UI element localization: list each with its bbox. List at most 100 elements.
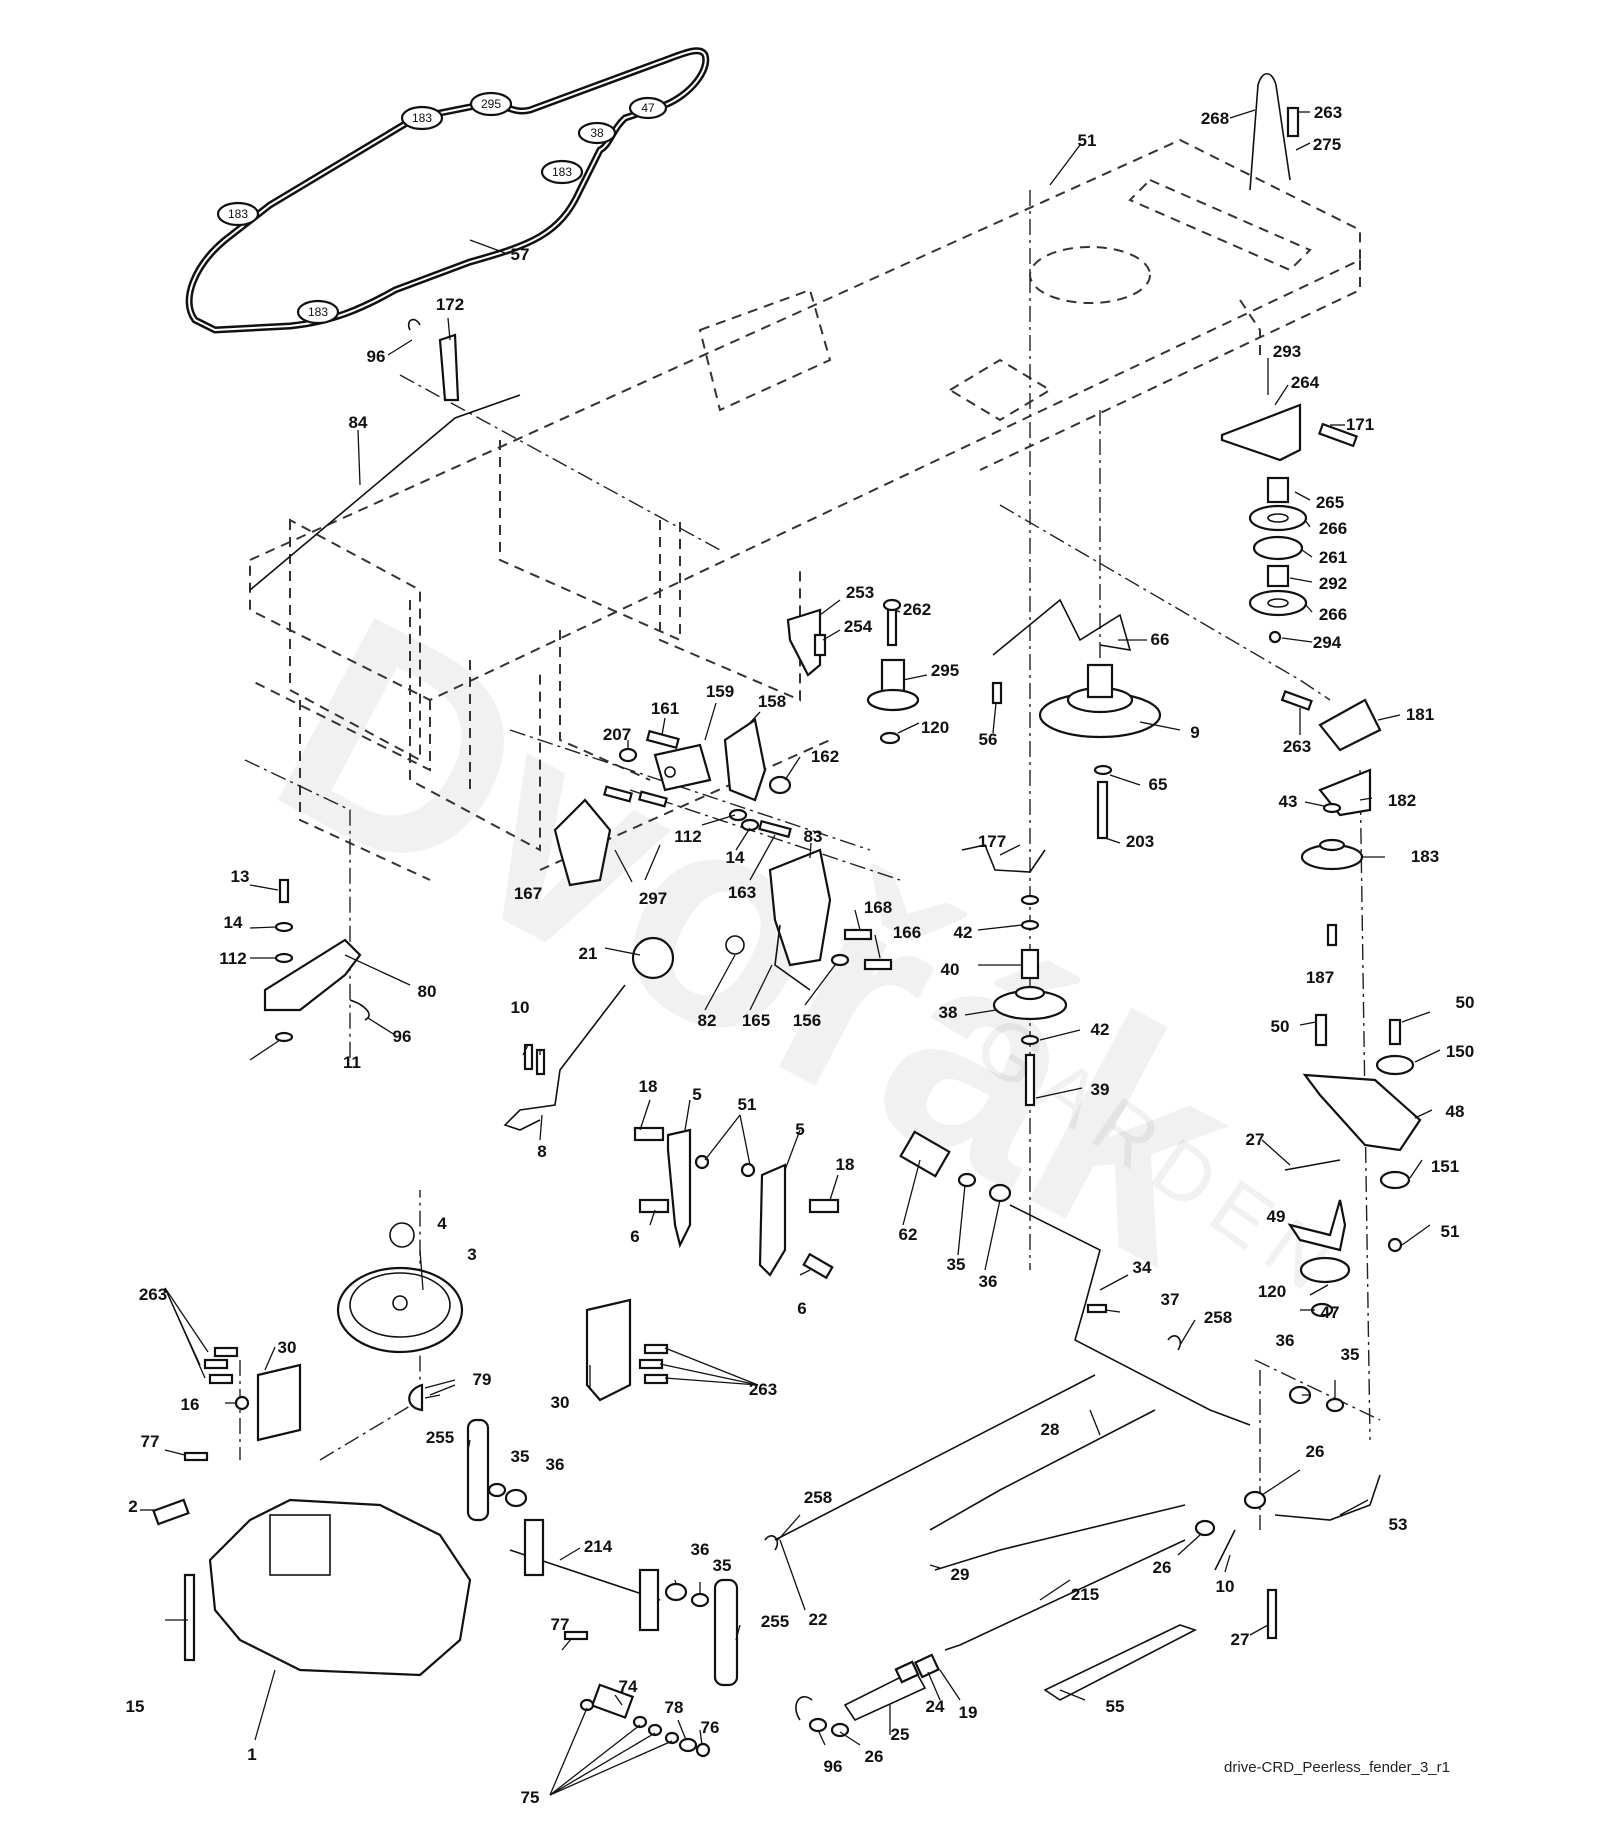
part-21-knob [631, 936, 675, 980]
part-26-washer-a [1243, 1490, 1267, 1510]
label-162: 162 [811, 747, 839, 766]
label-42b: 42 [1091, 1020, 1110, 1039]
part-42-washer-a [1020, 894, 1040, 906]
part-13-bolt [278, 878, 290, 904]
part-96-clip-c [795, 1696, 813, 1721]
label-266: 266 [1319, 519, 1347, 538]
label-66: 66 [1151, 630, 1170, 649]
part-42-washer-c [1020, 1034, 1040, 1046]
label-253: 253 [846, 583, 874, 602]
label-254: 254 [844, 617, 873, 636]
part-78-washer [678, 1737, 698, 1753]
part-4-clip [389, 1222, 415, 1248]
pulley-tag-47: 47 [628, 96, 668, 120]
label-177: 177 [978, 832, 1006, 851]
label-40: 40 [941, 960, 960, 979]
part-5-bracket-a [666, 1128, 692, 1249]
part-112-washer-a [274, 952, 294, 964]
label-49: 49 [1267, 1207, 1286, 1226]
part-22-rod [774, 1374, 1096, 1541]
label-39: 39 [1091, 1080, 1110, 1099]
label-15: 15 [126, 1697, 145, 1716]
label-26c: 26 [865, 1747, 884, 1766]
pulley-tag-295: 295 [469, 91, 513, 117]
part-214-shaft [509, 1518, 661, 1632]
pulley-tag-183-a: 183 [400, 105, 444, 131]
label-266b: 266 [1319, 605, 1347, 624]
part-82-clip [725, 935, 745, 955]
part-39-bolt [1024, 1053, 1036, 1107]
label-294: 294 [1313, 633, 1342, 652]
part-65-washer [1093, 764, 1113, 776]
label-36: 36 [979, 1272, 998, 1291]
label-50: 50 [1271, 1017, 1290, 1036]
label-53: 53 [1389, 1515, 1408, 1534]
part-36-washer-a [988, 1183, 1012, 1203]
svg-text:183: 183 [412, 111, 432, 125]
label-159: 159 [706, 682, 734, 701]
belt-pulley-tags: 183 295 47 38 183 183 183 [216, 91, 668, 325]
leader-lines [140, 109, 1441, 1796]
label-47: 47 [1321, 1303, 1340, 1322]
label-203: 203 [1126, 832, 1154, 851]
part-75-washers [579, 1698, 680, 1745]
label-48: 48 [1446, 1102, 1465, 1121]
label-28: 28 [1041, 1420, 1060, 1439]
part-34-shaft [1009, 1204, 1251, 1426]
label-9: 9 [1190, 723, 1199, 742]
label-51: 51 [1078, 131, 1097, 150]
label-120: 120 [921, 718, 949, 737]
part-29-rod [934, 1504, 1186, 1571]
pulley-tag-38: 38 [577, 121, 617, 145]
label-51b: 51 [738, 1095, 757, 1114]
label-82: 82 [698, 1011, 717, 1030]
part-18-bolt-a [633, 1126, 665, 1142]
part-37-pin [1086, 1303, 1108, 1314]
part-83-bracket [768, 848, 832, 967]
part-120-nut-a [879, 731, 901, 745]
part-151-washer [1379, 1170, 1411, 1190]
part-263-bolt-right [1280, 690, 1313, 711]
pulley-tag-183-d: 183 [296, 299, 340, 325]
label-50b: 50 [1456, 993, 1475, 1012]
label-255b: 255 [761, 1612, 789, 1631]
part-53-rod [1274, 1474, 1381, 1521]
part-48-bracket [1302, 1073, 1422, 1152]
label-13: 13 [231, 867, 250, 886]
part-166-bolt [863, 958, 893, 971]
label-65: 65 [1149, 775, 1168, 794]
part-19-collar [914, 1653, 940, 1679]
label-30b: 30 [551, 1393, 570, 1412]
part-258-clip-a [1167, 1335, 1182, 1351]
label-255: 255 [426, 1428, 454, 1447]
svg-text:47: 47 [641, 101, 655, 115]
part-3-pulley [336, 1266, 464, 1354]
part-187-bolt [1326, 923, 1338, 947]
part-268-rod [1249, 72, 1291, 191]
label-79: 79 [473, 1370, 492, 1389]
pulley-tag-183-c: 183 [216, 201, 260, 227]
label-26: 26 [1306, 1442, 1325, 1461]
label-151: 151 [1431, 1157, 1459, 1176]
label-263c: 263 [139, 1285, 167, 1304]
part-6-bolt-b [802, 1252, 834, 1280]
svg-text:183: 183 [308, 305, 328, 319]
part-168-bolt [843, 928, 873, 941]
label-187: 187 [1306, 968, 1334, 987]
label-38: 38 [939, 1003, 958, 1022]
part-263-bolts-b [638, 1343, 669, 1385]
label-75: 75 [521, 1788, 540, 1807]
part-30-bracket-a [256, 1363, 302, 1442]
label-10b: 10 [1216, 1577, 1235, 1596]
label-36b: 36 [1276, 1331, 1295, 1350]
part-96-clip-b [349, 999, 370, 1021]
part-51-nut-right [1387, 1237, 1403, 1253]
part-14-washer-a [274, 921, 294, 933]
part-203-bolt [1096, 780, 1109, 840]
label-16: 16 [181, 1395, 200, 1414]
label-207: 207 [603, 725, 631, 744]
label-3: 3 [467, 1245, 476, 1264]
label-83: 83 [804, 827, 823, 846]
label-297: 297 [639, 889, 667, 908]
